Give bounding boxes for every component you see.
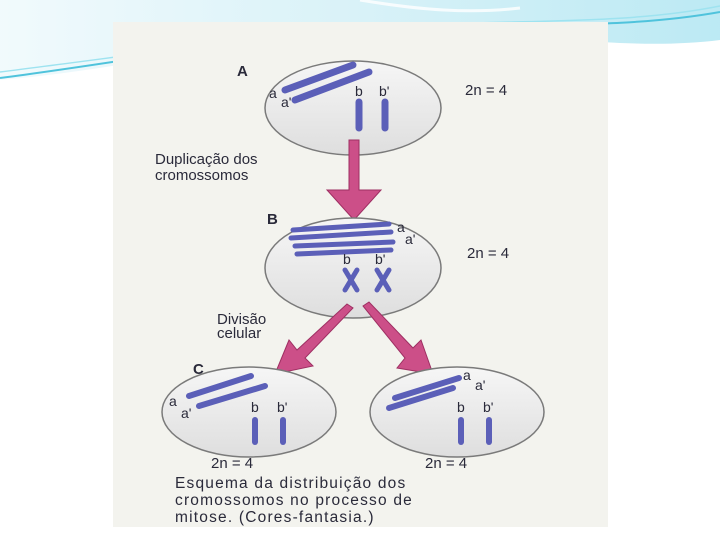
- caption-line-3: mitose. (Cores-fantasia.): [175, 509, 375, 526]
- ploidy-label-c1: 2n = 4: [211, 455, 253, 472]
- allele-b-prime-label: b': [379, 83, 389, 99]
- duplication-step-line2: cromossomos: [155, 167, 248, 184]
- allele-a-prime-label: a': [281, 94, 291, 110]
- caption-line-1: Esquema da distribuição dos: [175, 475, 406, 492]
- stage-b-label: B: [267, 211, 278, 228]
- arrow-down-right-icon: [363, 302, 433, 374]
- allele-b-prime-label-b: b': [375, 251, 385, 267]
- allele-a-label: a: [269, 85, 277, 101]
- duplication-step-line1: Duplicação dos: [155, 151, 258, 168]
- allele-a-label-c1: a: [169, 393, 177, 409]
- ploidy-label-a: 2n = 4: [465, 82, 507, 99]
- mitosis-figure: A a a' b b' 2n = 4 Duplicação dos cromos…: [113, 22, 608, 527]
- allele-b-prime-label-c2: b': [483, 399, 493, 415]
- allele-b-label-c1: b: [251, 399, 259, 415]
- allele-a-prime-label-b: a': [405, 231, 415, 247]
- allele-b-label-c2: b: [457, 399, 465, 415]
- ploidy-label-c2: 2n = 4: [425, 455, 467, 472]
- ploidy-label-b: 2n = 4: [467, 245, 509, 262]
- allele-a-prime-label-c1: a': [181, 405, 191, 421]
- allele-b-prime-label-c1: b': [277, 399, 287, 415]
- allele-a-label-c2: a: [463, 367, 471, 383]
- allele-b-label-b: b: [343, 251, 351, 267]
- allele-b-label: b: [355, 83, 363, 99]
- arrow-down-left-icon: [275, 304, 353, 374]
- allele-a-label-b: a: [397, 219, 405, 235]
- caption-line-2: cromossomos no processo de: [175, 492, 413, 509]
- stage-a-label: A: [237, 63, 248, 80]
- allele-a-prime-label-c2: a': [475, 377, 485, 393]
- division-step-line2: celular: [217, 325, 261, 342]
